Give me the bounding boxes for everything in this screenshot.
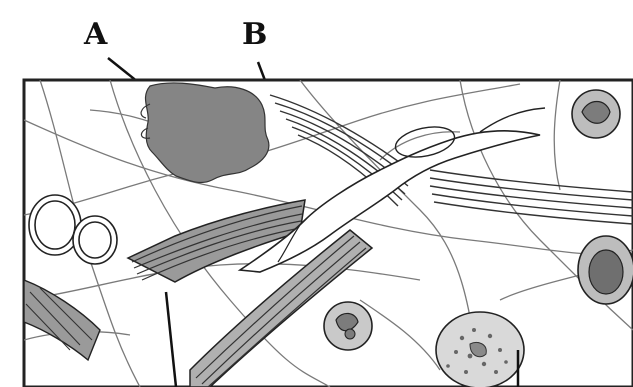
neutrophil-cell <box>324 302 372 350</box>
lymphocyte-top-right <box>572 90 620 138</box>
label-a: A <box>83 17 108 52</box>
mast-cell <box>436 312 524 387</box>
label-b: B <box>242 17 267 52</box>
lymphocyte-right <box>578 236 633 304</box>
